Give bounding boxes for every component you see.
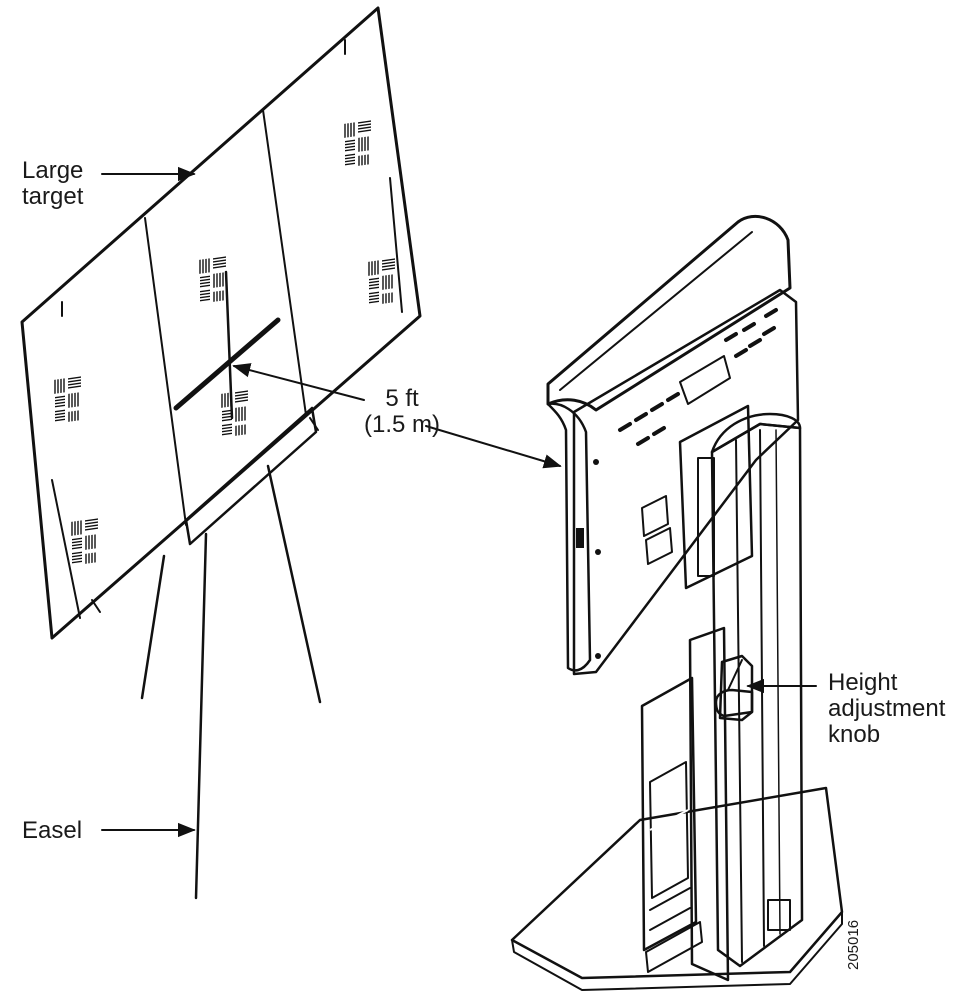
rear-label-plate	[645, 527, 673, 565]
label-large-target-line2: target	[22, 183, 84, 210]
callout-arrow-distance-left	[232, 363, 365, 401]
column-cap	[710, 412, 802, 454]
easel-leg-right	[266, 464, 322, 704]
display-unit	[546, 214, 800, 676]
rear-connector-block	[679, 355, 731, 405]
side-port	[576, 528, 584, 548]
mount-bracket	[678, 404, 754, 590]
vent-slots-icon	[618, 308, 778, 446]
display-side-bezel	[546, 402, 592, 672]
large-target	[20, 6, 422, 640]
label-distance-line2: (1.5 m)	[364, 411, 440, 438]
power-module-foot	[645, 921, 703, 973]
easel-leg-center	[194, 532, 208, 900]
power-module	[640, 676, 703, 973]
easel-leg-left	[140, 554, 166, 700]
label-knob-line3: knob	[828, 721, 880, 748]
target-crosshair-horizontal	[173, 317, 281, 411]
stand-column	[688, 412, 804, 982]
label-distance-line1: 5 ft	[385, 385, 419, 412]
resolution-pattern-icon	[199, 256, 226, 302]
height-adjustment-knob[interactable]	[714, 654, 754, 722]
base-plate-edge	[511, 911, 843, 991]
label-knob-line2: adjustment	[828, 695, 946, 722]
resolution-pattern-icon	[71, 518, 98, 564]
target-fold-mark	[91, 599, 101, 613]
target-panel-divider-left	[144, 217, 187, 526]
target-panel-divider-right	[262, 109, 307, 416]
column-cable-port	[767, 899, 791, 931]
stand-base	[510, 786, 844, 991]
power-module-body	[640, 676, 698, 952]
knob-icon[interactable]	[714, 688, 754, 718]
column-back-plate	[688, 626, 730, 982]
rear-label-plate	[641, 495, 669, 537]
vent-grille-icon	[649, 761, 689, 899]
resolution-pattern-icon	[54, 376, 81, 422]
callout-arrow-distance-right	[425, 425, 562, 469]
easel-ledge	[184, 406, 318, 546]
easel	[140, 406, 322, 900]
label-knob-line1: Height	[828, 669, 898, 696]
resolution-pattern-icon	[368, 258, 395, 304]
display-rear-housing	[572, 288, 800, 676]
mount-slot	[697, 457, 715, 577]
target-curl-edge	[389, 177, 403, 313]
figure-number: 205016	[845, 920, 862, 970]
resolution-pattern-icon	[344, 120, 371, 166]
resolution-pattern-icon	[221, 390, 248, 436]
codec-top-housing	[546, 214, 792, 412]
label-easel: Easel	[22, 817, 82, 844]
label-large-target-line1: Large	[22, 157, 83, 184]
target-curl-edge	[51, 479, 81, 619]
target-board-outline	[20, 6, 422, 640]
